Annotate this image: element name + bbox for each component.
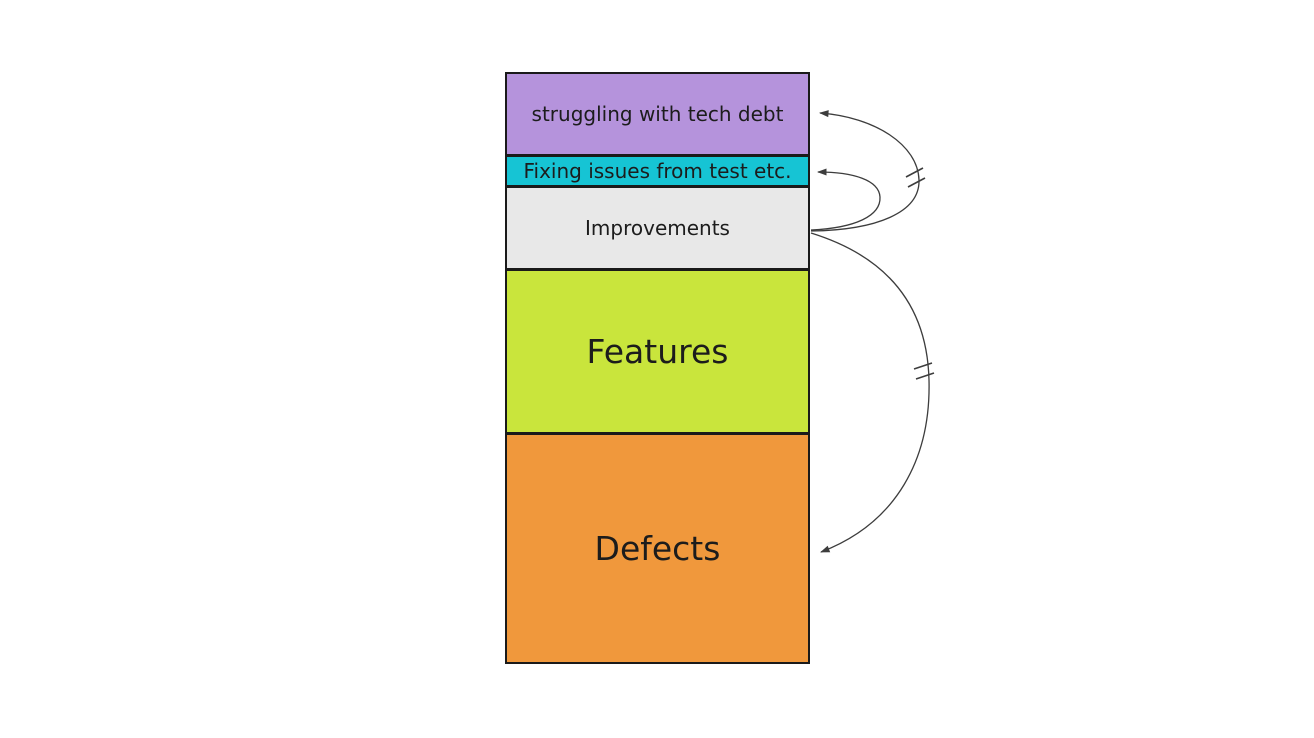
- bar-segment-fixing-issues: Fixing issues from test etc.: [505, 155, 810, 187]
- segment-label-defects: Defects: [594, 529, 721, 568]
- bar-segment-improvements: Improvements: [505, 186, 810, 270]
- segment-label-features: Features: [586, 332, 729, 371]
- bar-segment-defects: Defects: [505, 433, 810, 664]
- arrow-improvements-to-fixing-issues: [810, 168, 881, 231]
- bar-segment-tech-debt: struggling with tech debt: [505, 72, 810, 156]
- break-mark-bottom-icon: [913, 362, 935, 380]
- arrow-improvements-to-tech-debt: [810, 110, 920, 232]
- segment-label-improvements: Improvements: [585, 216, 730, 240]
- bar-segment-features: Features: [505, 269, 810, 434]
- segment-label-fixing-issues: Fixing issues from test etc.: [523, 159, 792, 183]
- arrow-improvements-to-defects: [810, 232, 930, 553]
- break-mark-top-icon: [905, 167, 926, 188]
- segment-label-tech-debt: struggling with tech debt: [531, 102, 784, 126]
